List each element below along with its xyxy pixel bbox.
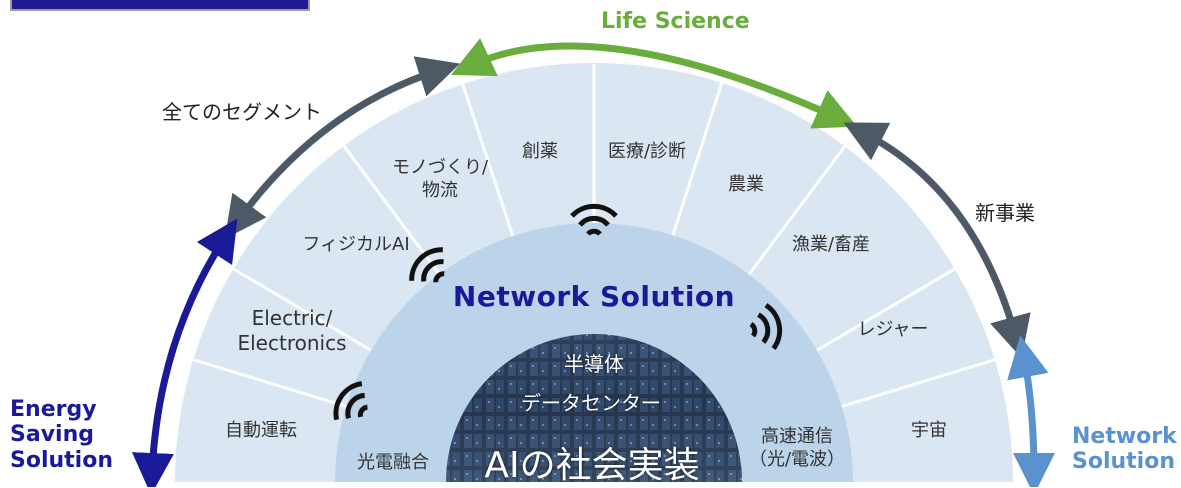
segment-agriculture: 農業 [728,174,764,195]
wifi-icon [333,381,369,421]
data-center-label: データセンター [521,391,661,415]
wifi-icon [409,247,445,283]
new-business-label: 新事業 [975,201,1035,225]
segment-space: 宇宙 [911,420,947,441]
wifi-icon [570,203,618,236]
new-business-arrow [843,122,1031,359]
segment-electric: Electric/ Electronics [237,306,347,355]
all-segments-arrow [224,56,461,239]
header-bar [10,0,310,11]
segment-physical-ai: フィジカルAI [302,234,410,255]
life-science-label: Life Science [601,9,750,34]
optoelectronic-fusion-label: 光電融合 [357,452,429,473]
segment-medical: 医療/診断 [607,141,687,162]
energy-arrow [131,218,238,487]
ai-social-implementation-label: AIの社会実装 [484,445,700,486]
life-science-arrow [450,38,858,129]
segment-fishery: 漁業/畜産 [791,234,871,255]
all-segments-label: 全てのセグメント [162,100,322,124]
segment-manufacturing: モノづくり/ 物流 [391,157,489,201]
segment-autonomous-driving: 自動運転 [225,420,297,441]
segment-drug-discovery: 創薬 [522,141,558,162]
network-solution-side-label: Network Solution [1072,424,1177,475]
network-arrow [1007,335,1055,487]
wifi-icon [749,303,783,351]
segment-leisure: レジャー [857,319,929,340]
high-speed-comm-label: 高速通信 （光/電波） [748,426,846,470]
semiconductor-label: 半導体 [564,352,624,376]
energy-saving-label: Energy Saving Solution [10,397,113,473]
network-solution-title: Network Solution [452,280,736,313]
